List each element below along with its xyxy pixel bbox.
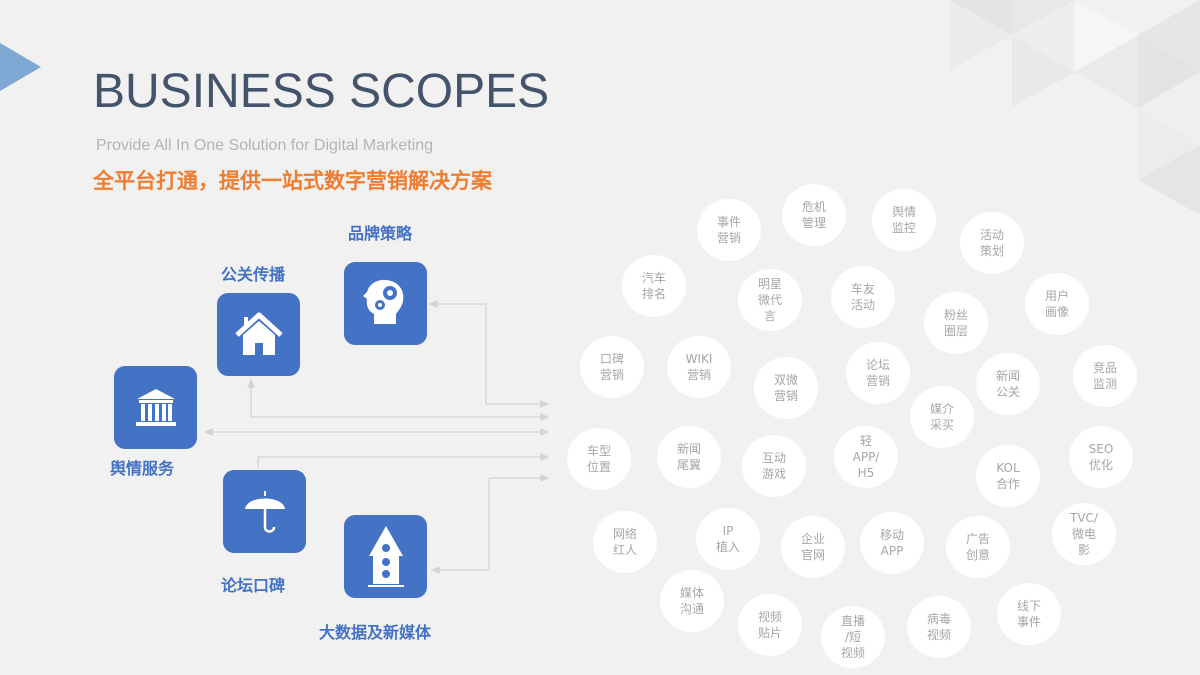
service-box-forum[interactable]: [223, 470, 306, 553]
service-bubble: 新闻 尾翼: [657, 426, 721, 488]
service-bubble: 移动 APP: [860, 512, 924, 574]
service-bubble: WIKI 营销: [667, 336, 731, 398]
house-icon: [234, 312, 283, 355]
service-bubble: 车型 位置: [567, 428, 631, 490]
triangle-pattern-decoration: [950, 0, 1200, 215]
service-bubble: 双微 营销: [754, 357, 818, 419]
service-bubble: 粉丝 圈层: [924, 292, 988, 354]
page-subtitle: Provide All In One Solution for Digital …: [96, 137, 434, 154]
service-bubble: 线下 事件: [997, 583, 1061, 645]
service-bubble: 企业 官网: [781, 516, 845, 578]
service-label: 品牌策略: [348, 224, 413, 243]
service-bubble: 危机 管理: [782, 184, 846, 246]
service-bubble: 病毒 视频: [907, 596, 971, 658]
connector-lines: [203, 300, 550, 574]
service-bubble: 媒体 沟通: [660, 570, 724, 632]
service-bubble: 网络 红人: [593, 511, 657, 573]
service-bubble: 新闻 公关: [976, 353, 1040, 415]
service-bubble: 媒介 采买: [910, 386, 974, 448]
head-gears-icon: [362, 279, 403, 324]
service-box-brand[interactable]: [344, 262, 427, 345]
service-bubble: 事件 营销: [697, 199, 761, 261]
service-bubble: 论坛 营销: [846, 342, 910, 404]
service-label: 公关传播: [221, 265, 286, 284]
service-bubble: 广告 创意: [946, 516, 1010, 578]
service-bubble: IP 植入: [696, 508, 760, 570]
service-box-bigdata[interactable]: [344, 515, 427, 598]
service-bubble: KOL 合作: [976, 445, 1040, 507]
birdhouse-icon: [367, 525, 404, 587]
tagline: 全平台打通，提供一站式数字营销解决方案: [93, 169, 492, 193]
service-bubble: 活动 策划: [960, 212, 1024, 274]
service-bubble: 直播 /短 视频: [821, 606, 885, 668]
service-bubble: 汽车 排名: [622, 255, 686, 317]
service-box-public-opinion[interactable]: [114, 366, 197, 449]
service-bubble: 竞品 监测: [1073, 345, 1137, 407]
service-label: 舆情服务: [110, 459, 175, 478]
service-bubble: 舆情 监控: [872, 189, 936, 251]
service-bubble: SEO 优化: [1069, 426, 1133, 488]
service-bubble: 口碑 营销: [580, 336, 644, 398]
service-bubble: 轻 APP/ H5: [834, 426, 898, 488]
page-title: BUSINESS SCOPES: [93, 65, 550, 118]
umbrella-icon: [244, 490, 285, 533]
service-box-pr[interactable]: [217, 293, 300, 376]
bank-icon: [135, 388, 176, 426]
service-bubble: 明星 微代 言: [738, 269, 802, 331]
service-bubble: 视频 贴片: [738, 594, 802, 656]
service-bubble: 互动 游戏: [742, 435, 806, 497]
service-bubble: TVC/ 微电 影: [1052, 503, 1116, 565]
service-bubble: 用户 画像: [1025, 273, 1089, 335]
service-label: 论坛口碑: [221, 576, 286, 595]
service-bubble: 车友 活动: [831, 266, 895, 328]
slide-marker-triangle: [0, 43, 41, 91]
service-label: 大数据及新媒体: [319, 623, 432, 642]
